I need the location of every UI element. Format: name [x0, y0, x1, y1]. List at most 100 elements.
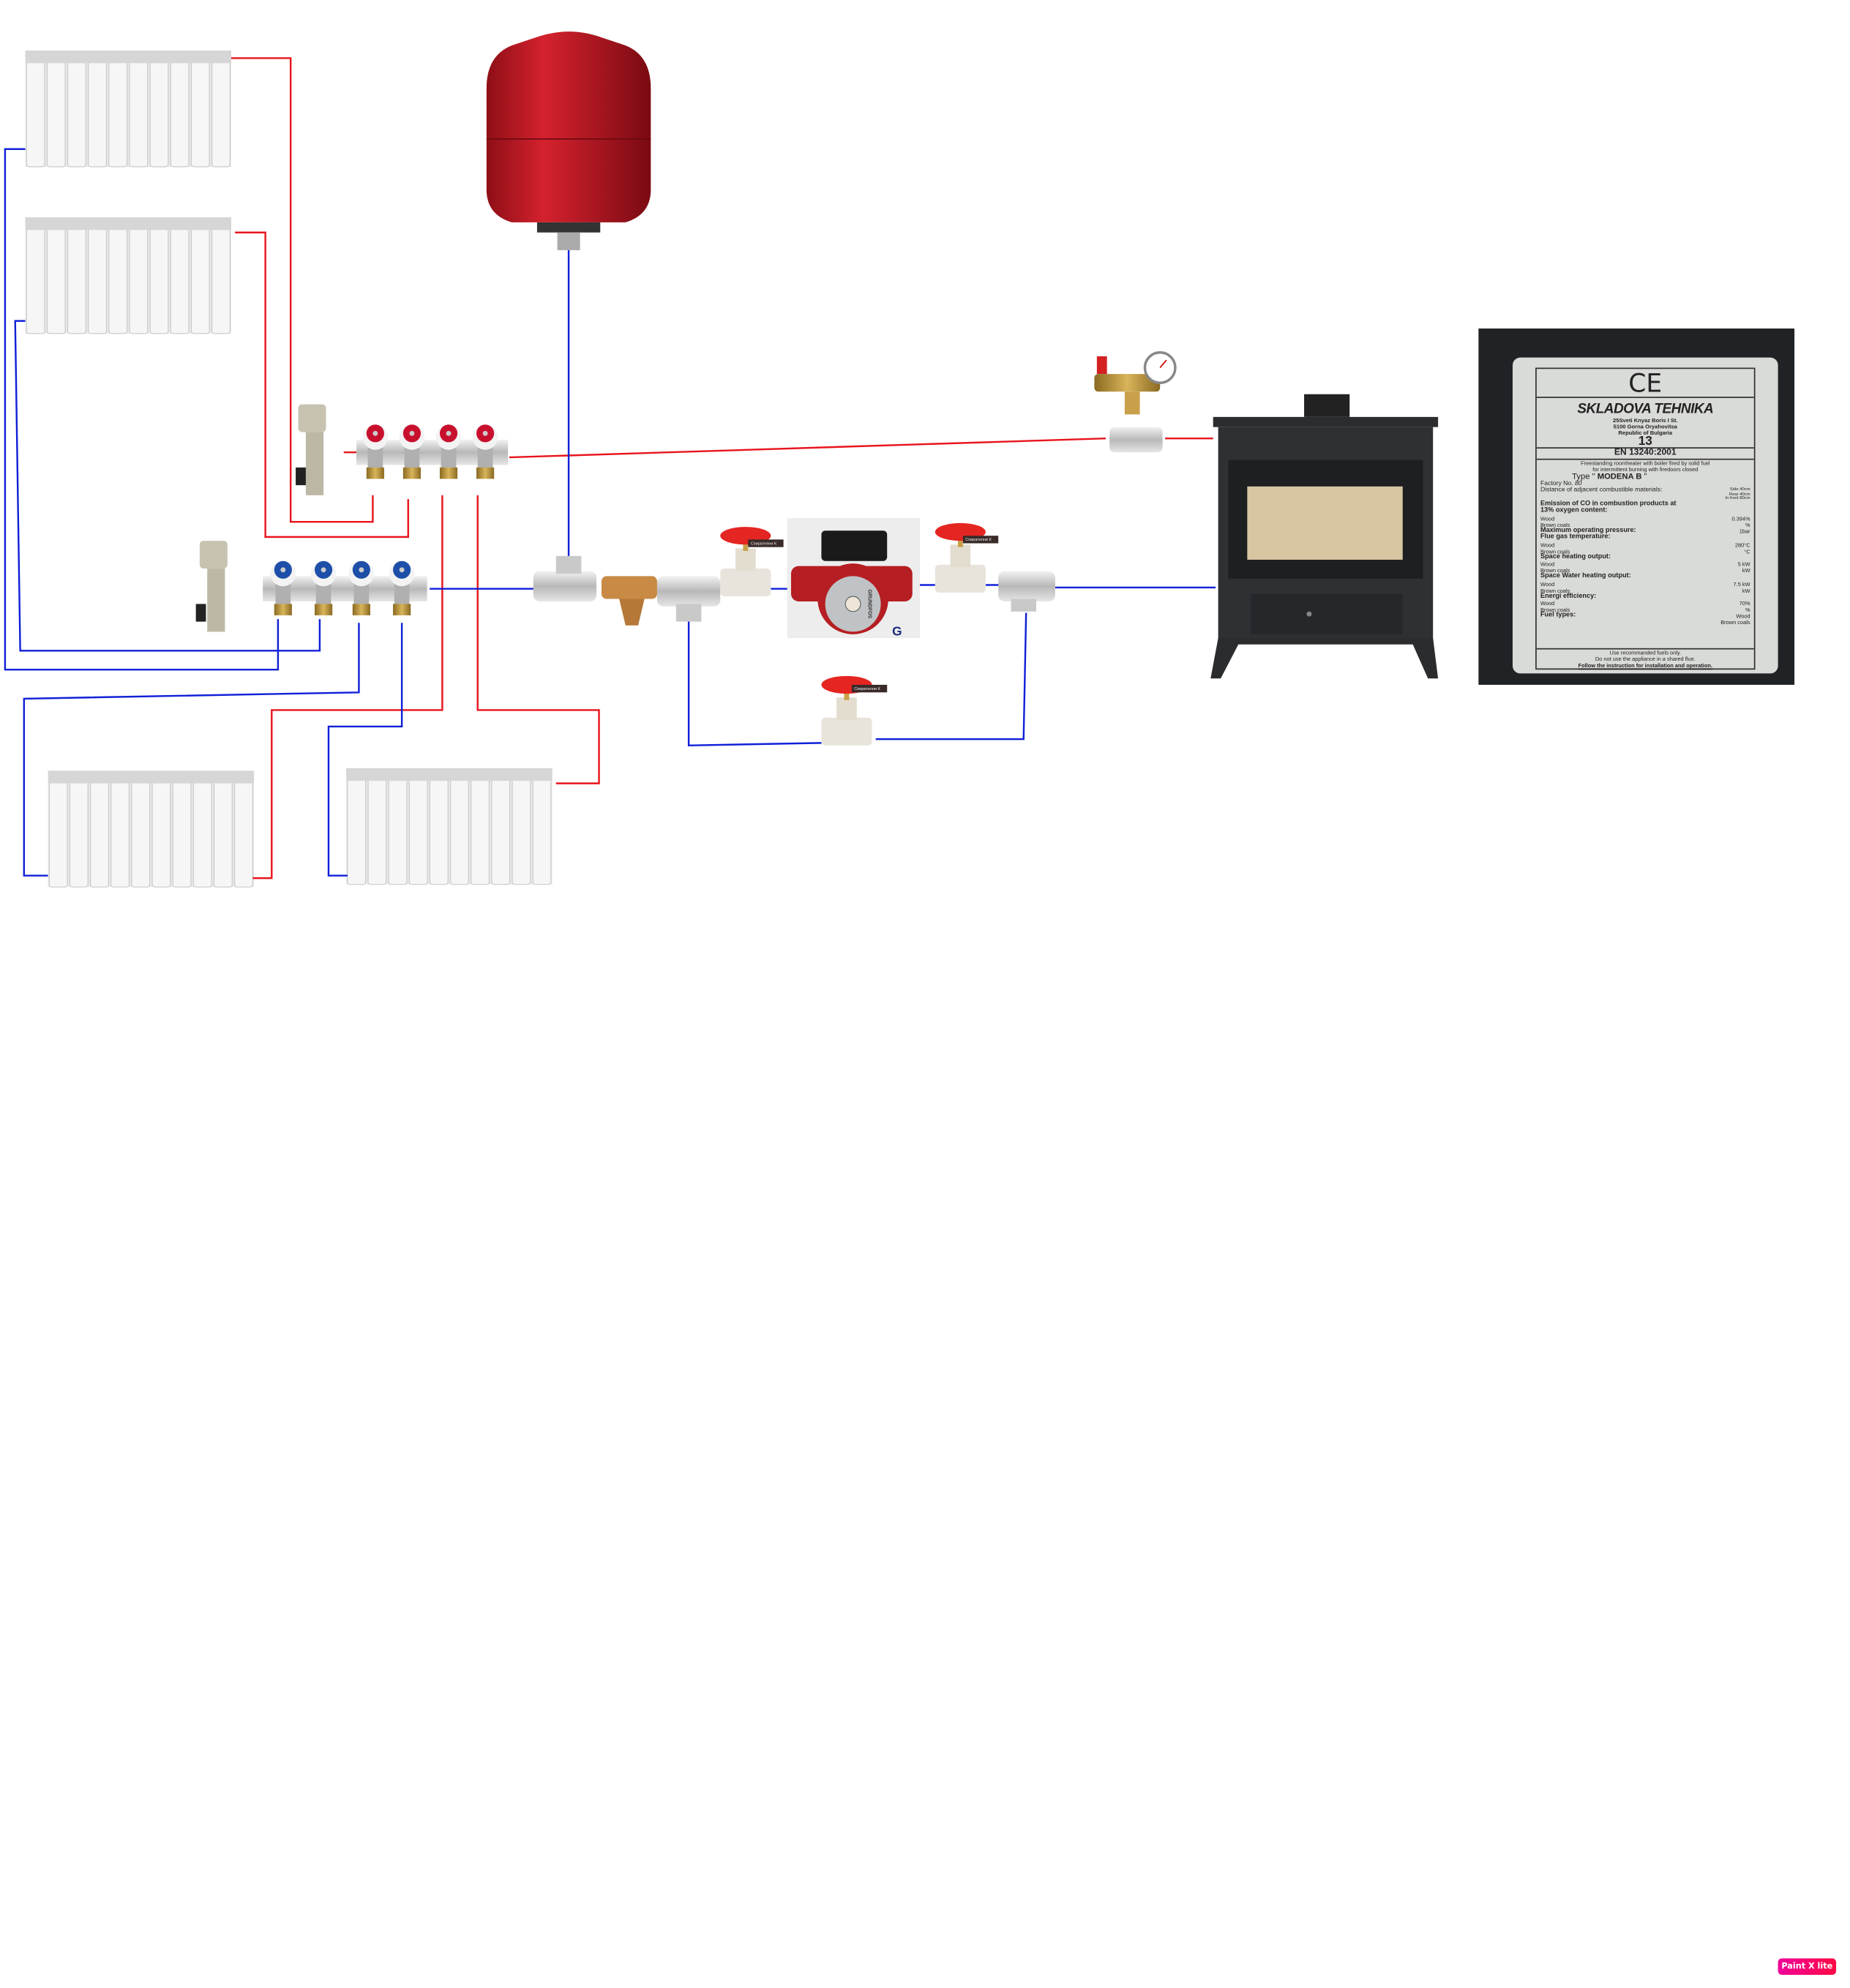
radiator-section	[211, 222, 231, 334]
radiator-section	[67, 55, 86, 168]
spec-value: °C	[1744, 547, 1750, 555]
radiator-section	[170, 55, 190, 168]
co-heading: Emission of CO in combustion products at	[1540, 500, 1677, 508]
air-vent-valve	[199, 541, 228, 569]
brass-outlet	[476, 467, 495, 479]
spec-label: Wood	[1540, 515, 1555, 522]
gate-valve	[935, 522, 986, 593]
distance-label: Distance of adjacent combustible materia…	[1540, 486, 1663, 495]
spec-label: Brown coals	[1540, 522, 1570, 528]
y-strainer	[601, 576, 657, 626]
brass-outlet	[366, 467, 384, 479]
radiator-section	[214, 775, 233, 888]
gate-valve	[821, 675, 872, 746]
bypass-pipe-left	[687, 619, 822, 747]
radiator	[48, 770, 255, 888]
spec-label: Brown coals	[1540, 547, 1570, 555]
fuel-type: Brown coals	[1720, 619, 1750, 626]
supply-pipe-radiator-3	[252, 495, 443, 879]
spec-value: %	[1745, 607, 1750, 614]
year-mark: 13	[1536, 435, 1754, 449]
distance-side-label: Side	[1729, 486, 1739, 492]
rating-plate: CE SKLADOVA TEHNIKA 25Sveti Knyaz Boris …	[1512, 357, 1778, 674]
radiator-section	[26, 55, 45, 168]
spec-label: Wood	[1540, 600, 1555, 607]
gate-valve	[720, 527, 771, 597]
supply-pipes	[231, 57, 1213, 879]
valve-tag: Спирателни К	[962, 536, 999, 544]
radiator-section	[429, 773, 449, 885]
brass-outlet	[439, 467, 458, 479]
description: Freestanding roomheater with boiler fire…	[1581, 460, 1710, 467]
radiator-section	[512, 773, 531, 885]
return-pipe-radiator-4	[327, 623, 403, 877]
supply-main-pipe	[509, 437, 1106, 459]
brass-outlet	[402, 467, 422, 479]
spec-heading: Fuel types:	[1540, 612, 1576, 620]
model-type: Type " MODENA B "	[1572, 472, 1647, 481]
spec-label: Wood	[1540, 560, 1555, 568]
distance-rear: 40cm	[1739, 491, 1750, 496]
safety-group	[1094, 351, 1177, 415]
spec-heading: Energi efficiency:	[1540, 592, 1597, 600]
radiator-section	[26, 222, 45, 334]
brass-outlet	[352, 604, 370, 615]
type-label: Type "	[1572, 472, 1595, 481]
radiator-section	[491, 773, 511, 885]
radiator-section	[211, 55, 231, 168]
ce-mark: CE	[1536, 369, 1754, 398]
type-value: MODENA B	[1597, 472, 1642, 481]
distance-rear-label: Rear	[1729, 491, 1739, 496]
spec-value: 280°C	[1734, 541, 1750, 548]
tee-fitting	[1109, 427, 1163, 453]
radiator-section	[190, 55, 210, 168]
radiator-section	[46, 222, 66, 334]
footer-line: Use recommanded fuels only.	[1609, 649, 1682, 656]
description: for intermittent burning with firedoors …	[1592, 466, 1699, 473]
pump-brand: GRUNDFOS	[866, 590, 872, 619]
radiator-section	[88, 222, 107, 334]
rating-plate-frame: CE SKLADOVA TEHNIKA 25Sveti Knyaz Boris …	[1535, 367, 1756, 670]
footer-line: Follow the instruction for installation …	[1578, 661, 1713, 669]
radiator	[25, 217, 232, 334]
spec-label: Wood	[1540, 580, 1555, 588]
brass-outlet	[393, 604, 411, 615]
radiator-section	[67, 222, 86, 334]
distance-side: 40cm	[1739, 486, 1750, 492]
factory-no: 80	[1574, 480, 1582, 488]
radiator-section	[190, 222, 210, 334]
factory-row: Factory No. 80	[1537, 481, 1754, 488]
spec-value: 70%	[1739, 600, 1750, 607]
distance-row: Distance of adjacent combustible materia…	[1537, 486, 1754, 502]
bypass-pipe-right	[875, 612, 1027, 740]
spec-heading: Maximum operating pressure:	[1540, 527, 1636, 535]
radiator-section	[129, 222, 149, 334]
supply-manifold	[296, 404, 509, 495]
spec-value: kW	[1742, 587, 1750, 594]
radiator	[346, 768, 553, 885]
radiator-section	[149, 222, 169, 334]
radiator-section	[367, 773, 387, 885]
rating-plate-photo: CE SKLADOVA TEHNIKA 25Sveti Knyaz Boris …	[1478, 328, 1795, 685]
radiator-section	[111, 775, 130, 888]
brass-outlet	[274, 604, 292, 615]
air-vent-valve	[298, 404, 326, 432]
app-badge[interactable]: Paint X lite	[1778, 1958, 1837, 1975]
plate-footer: Use recommanded fuels only. Do not use t…	[1536, 648, 1754, 669]
radiator-section	[69, 775, 89, 888]
return-pipe-radiator-1	[4, 148, 280, 671]
distance-front: 80cm	[1739, 495, 1750, 501]
spec-heading: Space Water heating output:	[1540, 572, 1631, 580]
radiator-section	[108, 55, 128, 168]
valve-tag: Спирателни К	[748, 539, 784, 547]
tee-fitting	[656, 576, 721, 622]
distance-front-label: In front	[1725, 495, 1739, 501]
radiator-section	[532, 773, 552, 885]
spec-label: Brown coals	[1540, 607, 1570, 614]
radiator-section	[388, 773, 408, 885]
radiator-section	[149, 55, 169, 168]
return-pipes	[4, 148, 1216, 877]
radiator-section	[347, 773, 367, 885]
